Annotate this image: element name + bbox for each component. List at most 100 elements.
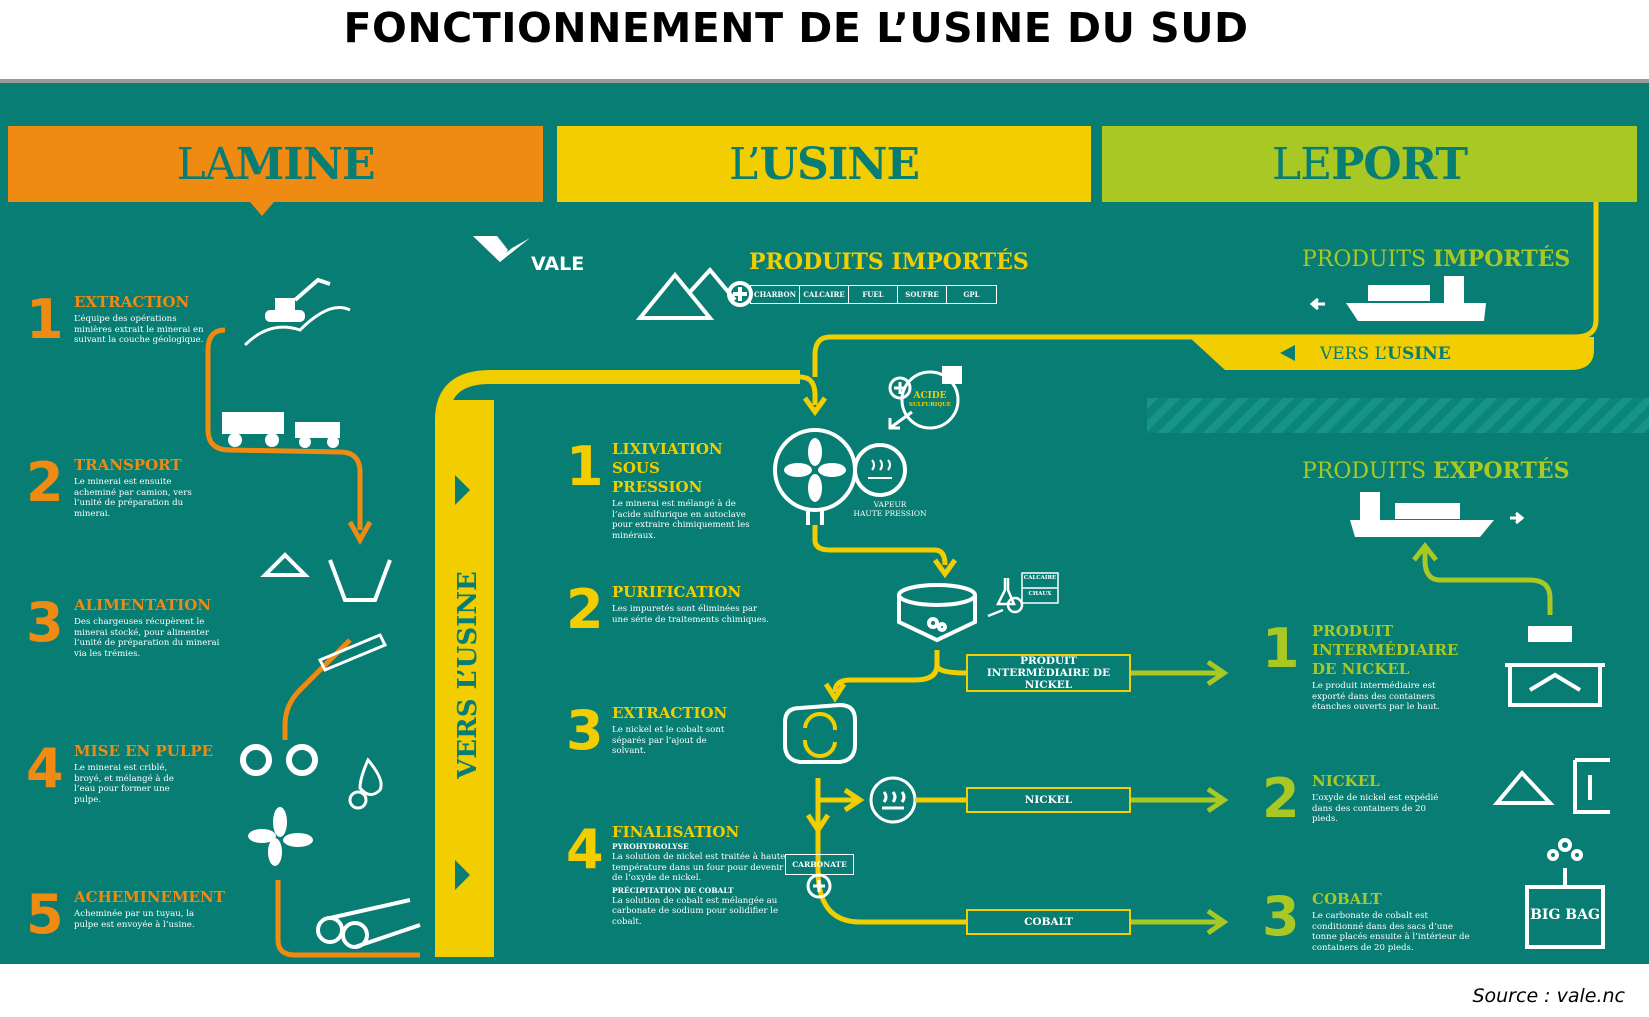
step-number: 3 [566,699,604,762]
step-description: La solution de cobalt est mélangée au ca… [612,895,779,927]
step-number: 2 [1262,767,1300,830]
water-drop-plus-icon [348,757,383,810]
step-description: Des chargeuses récupèrent le minerai sto… [74,617,220,659]
label-bold: USINE [1387,344,1451,364]
step-description: Le carbonate de cobalt est conditionné d… [1312,911,1470,953]
step-description: Le minerai est mélangé à de l’acide sulf… [612,499,750,541]
acid-label-line1: ACIDE [913,391,947,401]
play-arrow-icon [455,860,470,890]
step-title: ALIMENTATION [74,596,212,614]
step-description: Le produit intermédiaire est exporté dan… [1312,681,1440,712]
ore-pile-container-icon [1492,758,1610,814]
plus-circle-icon [806,873,832,899]
import-ship-icon [1309,276,1486,321]
purification-tank-icon [897,583,977,643]
pipes-icon [316,898,421,949]
page-title: FONCTIONNEMENT DE L’USINE DU SUD [343,4,1249,52]
usine-imports-title: PRODUITS IMPORTÉS [749,249,1029,275]
substep-title: PYROHYDROLYSE [612,842,689,851]
export-flow-line [1412,541,1553,615]
mine-flow-line [282,638,352,740]
calcaire-chaux-table [1021,572,1059,604]
mine-flow-line [275,880,420,958]
acid-label-line2: SULFURIQUE [908,402,952,408]
title-light: PRODUITS [1302,459,1434,484]
arrow-down-icon [802,396,828,417]
vers-usine-band-label: VERS L’USINE [453,571,483,779]
autoclave-icon [773,428,907,525]
step-number: 1 [1262,617,1300,680]
step-title: COBALT [1312,890,1382,908]
step-title: TRANSPORT [74,456,182,474]
acid-container-icon [942,366,962,384]
steam-label-line2: HAUTE PRESSION [853,509,927,518]
step-title: MISE EN PULPE [74,742,214,760]
arrow-left-icon [1280,345,1295,361]
step-number: 4 [26,737,64,800]
mixer-fan-icon [248,807,313,866]
header-bold: USINE [759,138,920,190]
step-title: FINALISATION [612,823,740,841]
open-container-icon [1505,626,1605,707]
step-description: Le minerai est criblé, broyé, et mélangé… [74,763,174,805]
imported-product: CALCAIRE [800,286,849,303]
vers-usine-banner [1189,337,1594,370]
step-title: LIXIVIATION SOUS PRESSION [612,440,723,496]
vale-logo-text: VALE [531,253,585,275]
port-exports-title: PRODUITS EXPORTÉS [1302,458,1569,484]
calcaire-label: CALCAIRE [1023,575,1057,581]
steam-icon [868,459,892,479]
divider [0,79,1649,83]
title-bold: IMPORTÉS [1433,246,1571,272]
chaux-label: CHAUX [1028,591,1052,597]
play-arrow-icon [455,475,470,505]
extraction-cycle-icon [783,702,857,764]
step-number: 1 [566,435,604,498]
export-ship-icon [1350,492,1525,537]
imported-products-table: CHARBON CALCAIRE FUEL SOUFRE GPL [750,285,997,304]
step-title: EXTRACTION [612,704,728,722]
vers-usine-label: VERS L’USINE [1320,344,1451,364]
mine-flow-line [205,327,363,530]
title-bold: EXPORTÉS [1433,458,1570,484]
step-number: 1 [26,288,64,351]
step-title: EXTRACTION [74,293,190,311]
header-bold: MINE [235,138,375,190]
title-light: PRODUITS [1302,247,1434,272]
vers-usine-band-fill [442,400,494,957]
vale-logo-icon [473,236,530,262]
step-number: 2 [566,578,604,641]
section-header-usine: L’USINE [557,126,1091,202]
arrow-right-icon [843,787,865,813]
excavator-icon [265,277,331,322]
conveyor-icon [317,633,388,672]
step-description: Acheminée par un tuyau, la pulpe est env… [74,909,195,930]
header-bold: PORT [1331,138,1468,190]
label-light: VERS L’ [1320,344,1388,364]
step-number: 3 [26,591,64,654]
gears-icon [240,744,318,776]
big-bag-label: BIG BAG [1530,907,1600,923]
flask-plus-icon [987,578,1024,618]
cobalt-box: COBALT [966,909,1131,935]
dump-trucks-icon [222,412,340,448]
striped-band [1147,398,1649,433]
arrow-right-icon [1131,786,1229,814]
arrow-down-icon [823,682,847,703]
step-description: L’oxyde de nickel est expédié dans des c… [1312,793,1439,824]
carbonate-box: CARBONATE [785,854,854,875]
step-title: PURIFICATION [612,583,742,601]
acid-circle-icon [888,370,960,430]
section-header-mine: LA MINE [8,126,543,202]
port-imports-title: PRODUITS IMPORTÉS [1302,246,1570,272]
header-light: LE [1271,138,1332,190]
step-description: Le minerai est ensuite acheminé par cami… [74,477,192,519]
step-title: PRODUIT INTERMÉDIAIRE DE NICKEL [1312,622,1459,678]
step-title: NICKEL [1312,772,1380,790]
terrain-icon [243,306,351,347]
arrow-down-icon [932,558,958,579]
arrow-right-icon [1131,659,1229,687]
imported-product: GPL [963,290,980,299]
